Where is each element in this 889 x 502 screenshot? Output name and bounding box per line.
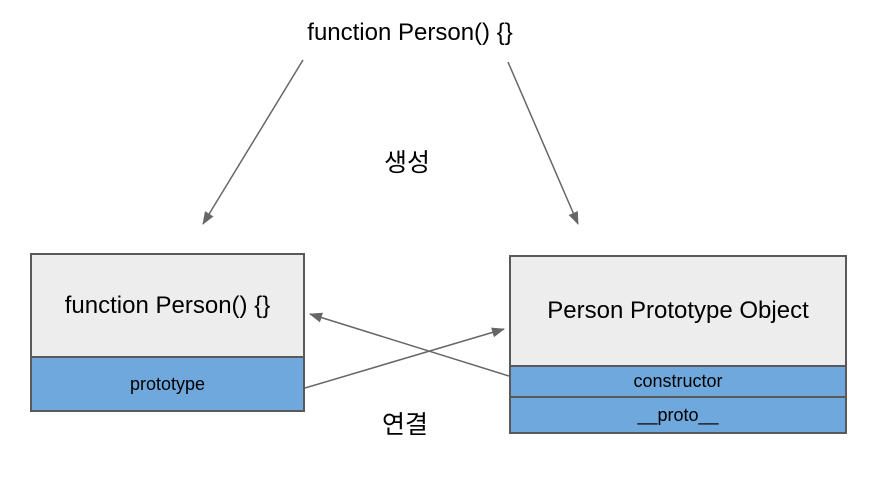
prototype-object-box: Person Prototype Object constructor __pr… xyxy=(509,255,847,434)
arrow-create-to-function-box xyxy=(202,59,304,225)
prototype-object-row-constructor: constructor xyxy=(510,366,846,397)
prototype-object-box-header: Person Prototype Object xyxy=(510,256,846,366)
label-create: 생성 xyxy=(383,149,431,177)
arrow-constructor-to-function xyxy=(309,312,510,377)
top-function-label: function Person() {} xyxy=(307,19,513,46)
arrow-create-to-prototype-object-box xyxy=(507,61,579,225)
prototype-object-row-proto: __proto__ xyxy=(510,397,846,433)
function-box: function Person() {} prototype xyxy=(30,253,305,412)
function-box-header: function Person() {} xyxy=(31,254,304,357)
label-link: 연결 xyxy=(381,411,429,439)
function-box-row-prototype: prototype xyxy=(31,357,304,411)
arrow-prototype-to-prototype-object xyxy=(304,327,505,389)
